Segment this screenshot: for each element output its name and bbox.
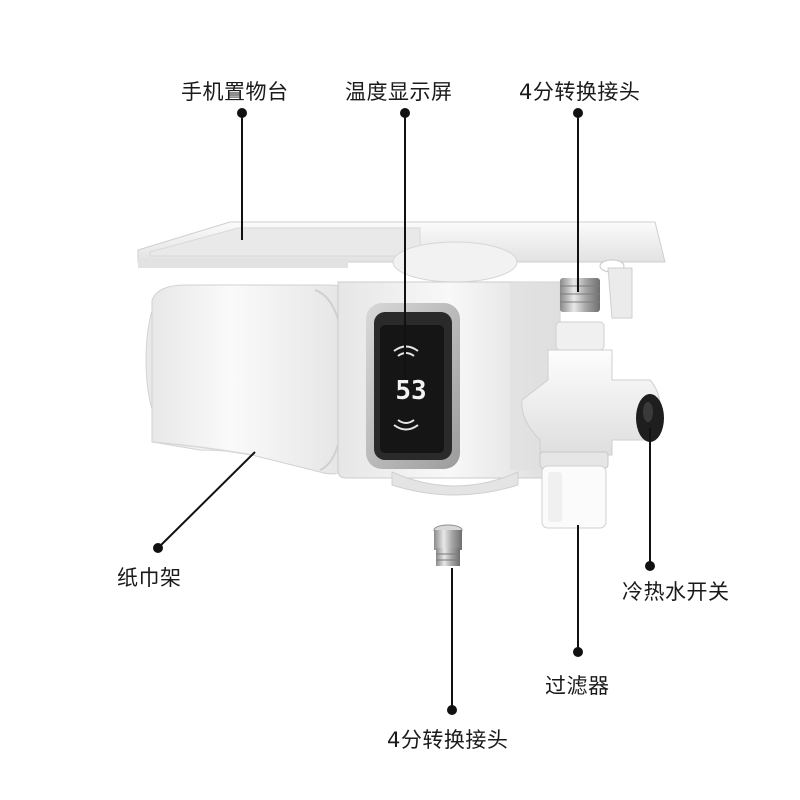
- phone-shelf: [137, 221, 666, 319]
- adapter-bottom-part: [433, 524, 463, 566]
- label-adapter-top: 4分转换接头: [519, 80, 641, 104]
- label-temperature-display: 温度显示屏: [345, 80, 453, 104]
- label-adapter-bottom: 4分转换接头: [387, 728, 509, 752]
- label-filter: 过滤器: [545, 674, 610, 698]
- tissue-roll: [151, 284, 351, 475]
- label-tissue-holder: 纸巾架: [117, 566, 182, 590]
- temperature-readout: 53: [395, 376, 426, 406]
- diverter-valve: [521, 321, 664, 529]
- adapter-top-part: [560, 278, 600, 312]
- leader-lines: [153, 108, 655, 715]
- label-phone-shelf: 手机置物台: [181, 80, 289, 104]
- temperature-display: [366, 303, 460, 469]
- label-hot-cold-switch: 冷热水开关: [622, 580, 730, 604]
